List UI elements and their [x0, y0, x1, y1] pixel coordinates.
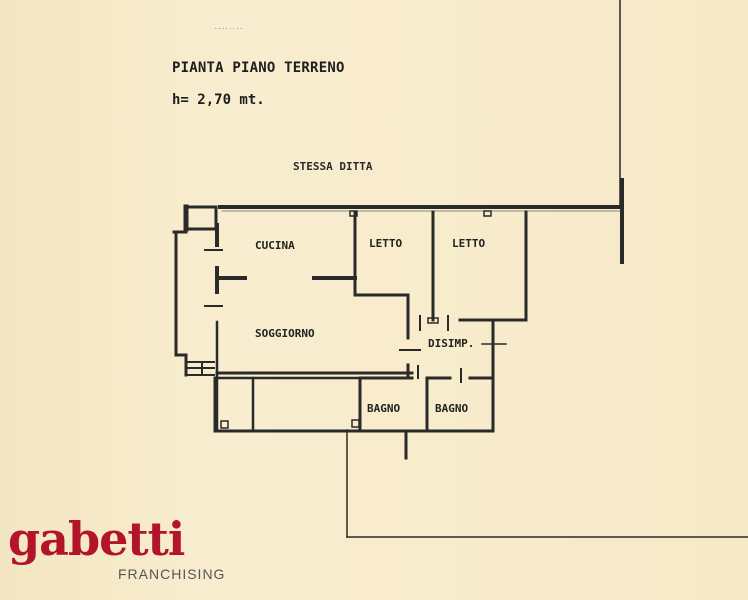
- logo-subtitle: FRANCHISING: [118, 566, 226, 582]
- plan-title: PIANTA PIANO TERRENO: [172, 60, 345, 76]
- room-label-bagno-1: BAGNO: [367, 402, 401, 415]
- scribble-text: ........: [214, 24, 243, 31]
- room-label-cucina: CUCINA: [255, 239, 295, 252]
- room-label-letto-2: LETTO: [452, 237, 486, 250]
- gabetti-logo: gabetti FRANCHISING: [8, 512, 224, 582]
- room-label-disimpegno: DISIMP.: [428, 337, 475, 350]
- ceiling-height-note: h= 2,70 mt.: [172, 92, 265, 108]
- logo-brand: gabetti: [8, 512, 185, 566]
- neighbor-label: STESSA DITTA: [293, 160, 373, 173]
- room-label-letto-1: LETTO: [369, 237, 403, 250]
- room-label-soggiorno: SOGGIORNO: [255, 327, 315, 340]
- room-label-bagno-2: BAGNO: [435, 402, 469, 415]
